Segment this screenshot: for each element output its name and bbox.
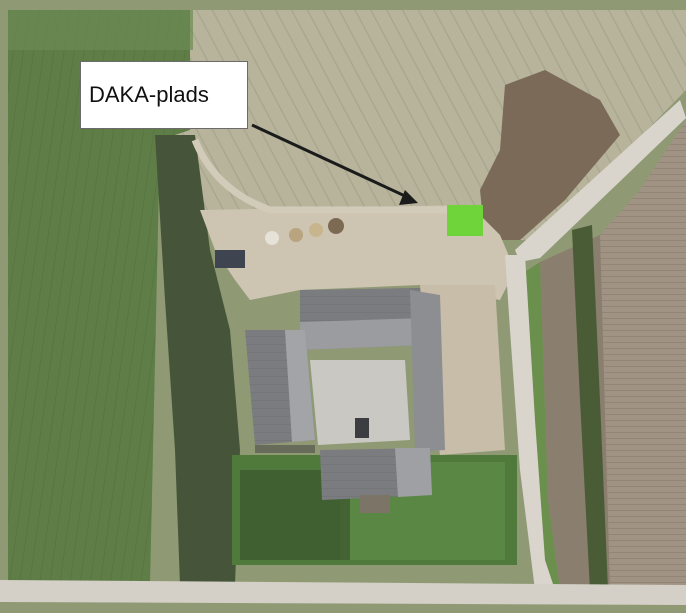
bale [289, 228, 303, 242]
daka-marker[interactable] [447, 205, 483, 236]
building-east [410, 290, 445, 452]
bale [309, 223, 323, 237]
callout-label-text: DAKA-plads [89, 82, 209, 107]
yard-area [200, 205, 515, 300]
shed [360, 495, 390, 513]
road-vertical [505, 255, 555, 590]
field-left [8, 10, 190, 585]
road-diagonal [515, 100, 686, 262]
callout-arrow-line [251, 123, 406, 198]
parked-car [355, 418, 369, 438]
hedge-right-row [572, 225, 608, 590]
track [191, 138, 470, 214]
bale [328, 218, 344, 234]
soil-patch [480, 70, 620, 240]
building-south-roof-light [395, 448, 432, 497]
hedge-left [155, 135, 240, 585]
road-bottom [0, 580, 686, 605]
building-shadow [255, 445, 315, 453]
building-north-roof-light [300, 318, 425, 350]
field-left-strip [8, 10, 193, 50]
callout-label-box: DAKA-plads [80, 61, 248, 129]
field-right [600, 120, 686, 590]
building-west-roof-light [285, 330, 315, 442]
farm-machine [215, 250, 245, 268]
callout-arrowhead [399, 190, 418, 205]
courtyard [310, 360, 410, 445]
bale [265, 231, 279, 245]
